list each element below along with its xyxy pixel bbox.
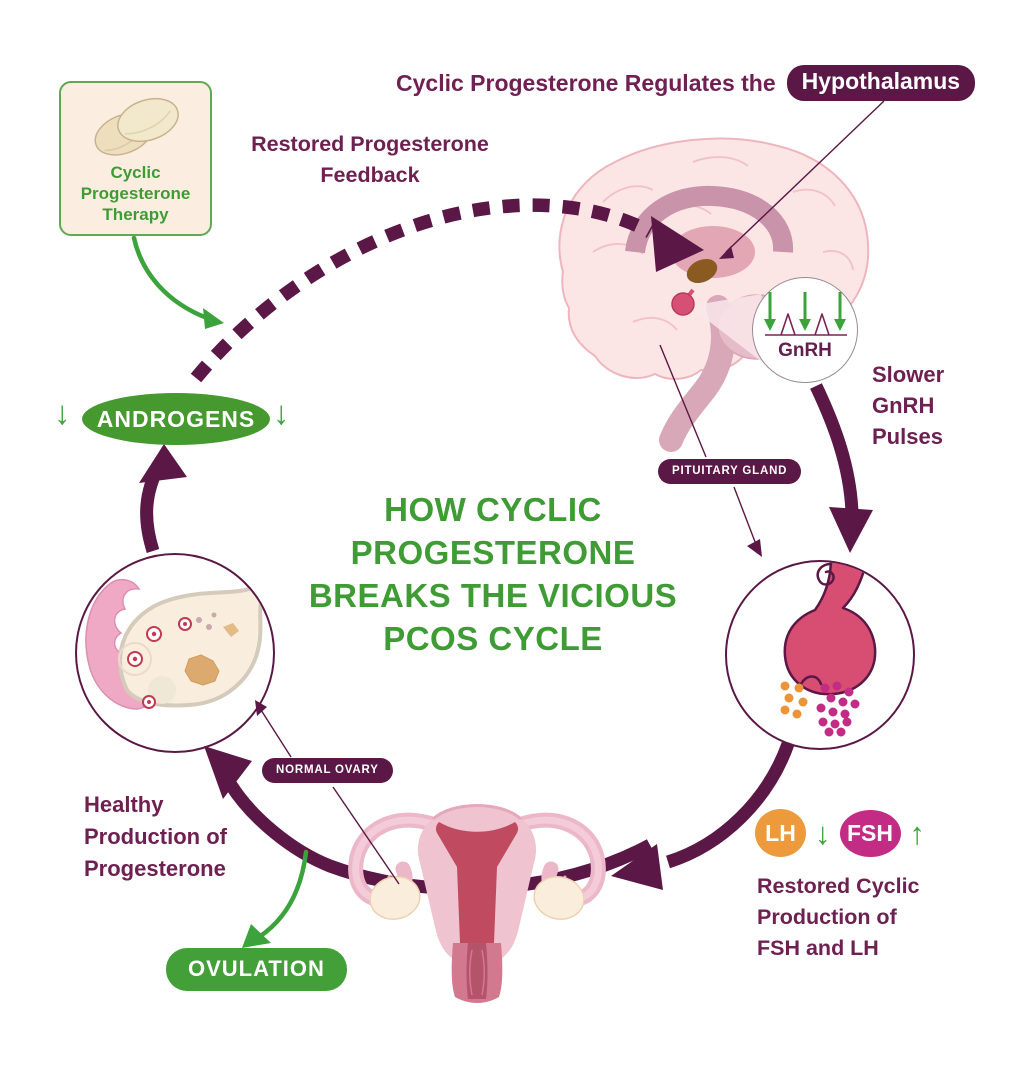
therapy-arrow: [131, 235, 210, 321]
therapy-box-label: Cyclic Progesterone Therapy: [80, 163, 191, 224]
uterus-to-ovary-arrow: [225, 781, 654, 896]
cervical-canal: [466, 943, 488, 999]
restored-fsh-lh-label: Restored Cyclic Production of FSH and LH: [757, 874, 920, 960]
hypothalamus: [686, 258, 718, 284]
corpus-luteum: [184, 654, 220, 686]
pituitary-to-uterus-arrow: [665, 741, 795, 869]
normal-ovary-badge: NORMAL OVARY: [262, 758, 393, 783]
gnrh-pulse-circle: GnRH: [752, 277, 858, 383]
down-arrow-icon: ↓: [273, 394, 290, 431]
slower-gnrh-pulses-label: Slower GnRH Pulses: [872, 362, 945, 449]
pills-icon: [94, 97, 179, 156]
gnrh-label: GnRH: [778, 340, 832, 361]
header: Cyclic Progesterone Regulates the Hypoth…: [396, 64, 976, 102]
ovary-illustration: [85, 568, 273, 710]
hormone-row: LH ↓ FSH ↑: [755, 809, 925, 857]
main-title: HOW CYCLIC PROGESTERONE BREAKS THE VICIO…: [308, 491, 678, 657]
dashed-feedback-arrow: [190, 198, 654, 383]
down-arrow-icon: ↓: [54, 394, 71, 431]
hypothalamus-pointer-line: [725, 100, 885, 253]
ovary-uterus-line: [332, 786, 400, 885]
gnrh-pulse-icon: [764, 292, 847, 336]
uterus-illustration: [348, 804, 606, 1003]
pituitary-illustration: [780, 562, 877, 737]
normal-ovary-circle: [75, 553, 275, 753]
down-arrow-icon: ↓: [815, 815, 831, 851]
restored-feedback-label: Restored Progesterone Feedback: [251, 132, 489, 187]
stalk-curl: [816, 562, 835, 586]
ovary-body: [118, 568, 273, 708]
pituitary-pointer-line: [659, 344, 707, 458]
follicles: [127, 612, 217, 709]
slow-pulse-arrows: [764, 292, 846, 331]
pituitary-circle: [725, 560, 915, 750]
androgens-badge: ANDROGENS: [82, 393, 270, 445]
gnrh-to-pituitary-arrow: [810, 383, 859, 513]
pituitary-gland-badge: PITUITARY GLAND: [658, 459, 802, 484]
corpus-callosum: [625, 185, 794, 254]
up-arrow-icon: ↑: [909, 815, 926, 851]
page-title: Cyclic Progesterone Regulates the: [396, 69, 776, 96]
hypothalamus-badge: Hypothalamus: [786, 65, 976, 101]
left-ovary: [369, 876, 421, 920]
fsh-dots: [816, 681, 860, 737]
ovary-badge-line: [260, 709, 292, 758]
pituitary-in-brain: [671, 292, 695, 316]
pituitary-badge-line: [733, 486, 758, 548]
fsh-badge: FSH: [839, 809, 901, 857]
healthy-production-label: Healthy Production of Progesterone: [84, 792, 227, 881]
lh-badge: LH: [755, 809, 806, 857]
ovulation-arrow: [256, 849, 309, 940]
dashed-feedback-arrowhead: [651, 216, 704, 272]
ovulation-badge: OVULATION: [166, 948, 347, 991]
lh-dots: [780, 681, 808, 719]
right-ovary: [533, 876, 585, 920]
therapy-box: Cyclic Progesterone Therapy: [59, 81, 212, 236]
endometrium: [435, 822, 519, 943]
